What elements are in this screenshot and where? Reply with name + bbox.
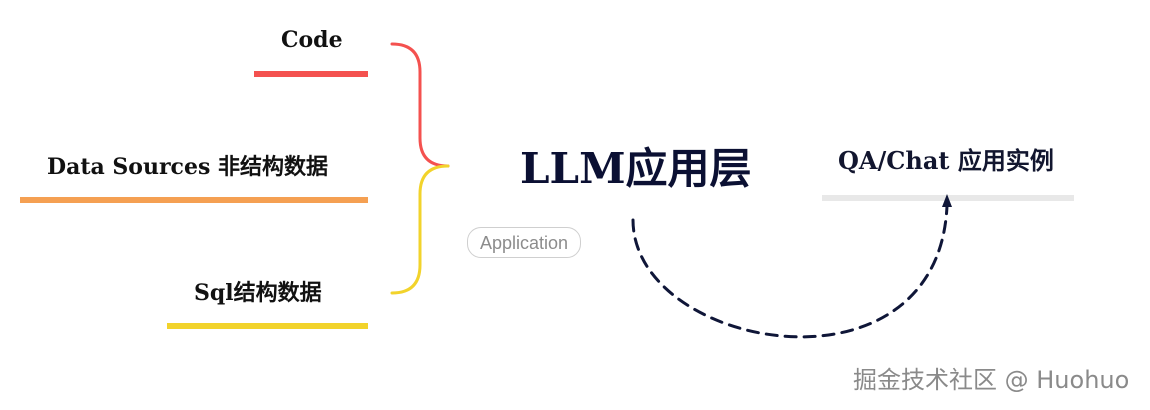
upper-brace	[390, 42, 450, 168]
code-label: Code	[281, 27, 343, 53]
lower-brace	[390, 164, 450, 295]
application-badge: Application	[467, 227, 581, 258]
sql-label: Sql结构数据	[194, 280, 322, 306]
watermark-text: 掘金技术社区 @ Huohuo	[853, 366, 1130, 394]
qa-chat-label: QA/Chat 应用实例	[838, 146, 1054, 175]
llm-title: LLM应用层	[520, 144, 752, 193]
arrow-head	[942, 194, 952, 207]
data-sources-label: Data Sources 非结构数据	[47, 154, 328, 180]
dashed-arrow-path	[631, 204, 949, 339]
